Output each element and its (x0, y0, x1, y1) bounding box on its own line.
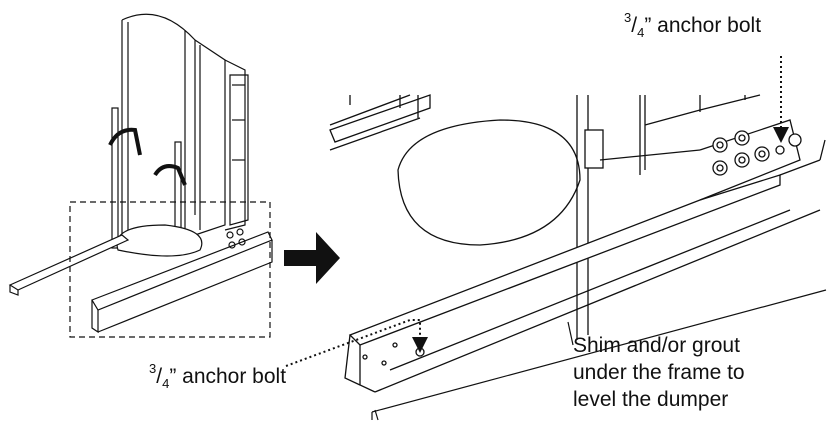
shim-note-line: under the frame to (573, 361, 745, 384)
detail-region-box (69, 201, 271, 338)
dumper-overview-drawing (8, 13, 273, 334)
shim-note-line: level the dumper (573, 388, 729, 411)
frame-detail-drawing (329, 94, 826, 393)
shim-leader (567, 321, 574, 346)
shim-note-line: Shim and/or grout (573, 334, 740, 357)
detail-arrow-icon (284, 232, 340, 284)
anchor-bolt-label-top: 3/4” anchor bolt (624, 10, 762, 41)
shim-bracket (371, 289, 827, 420)
shim-instruction-note: Shim and/or grout under the frame to lev… (573, 332, 745, 413)
bolt-leader-bottom (285, 319, 428, 367)
anchor-bolt-label-bottom: 3/4” anchor bolt (149, 361, 287, 392)
